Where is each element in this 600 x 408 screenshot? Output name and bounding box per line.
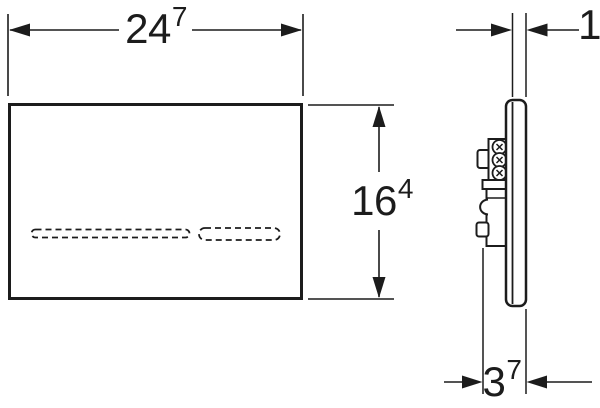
dimension-value: 3 bbox=[482, 358, 506, 405]
arrowhead-left-icon bbox=[9, 23, 30, 37]
sensor-window-short bbox=[198, 227, 281, 241]
front-view bbox=[8, 103, 303, 300]
depth-dimension bbox=[444, 248, 592, 394]
flush-plate-front bbox=[8, 103, 303, 300]
flush-plate-profile bbox=[504, 98, 528, 308]
dimension-value: 16 bbox=[351, 177, 397, 224]
mounting-tab-lower bbox=[475, 221, 490, 238]
arrowhead-up-icon bbox=[372, 106, 386, 127]
dimension-value: 1 bbox=[578, 1, 600, 48]
arrowhead-left-icon bbox=[526, 23, 548, 37]
sensor-window-long bbox=[30, 228, 191, 239]
dimension-superscript: 7 bbox=[506, 354, 522, 385]
arrowhead-right-icon bbox=[491, 23, 512, 37]
dimension-superscript: 4 bbox=[397, 173, 414, 204]
dimension-value: 24 bbox=[125, 5, 171, 52]
plate-thickness-dimension-label: 1 bbox=[578, 4, 600, 46]
side-view bbox=[475, 98, 528, 308]
housing-clip-bump bbox=[479, 198, 489, 216]
total-depth-dimension-label: 3 7 bbox=[482, 356, 522, 405]
arrowhead-down-icon bbox=[372, 277, 386, 298]
arrowhead-right-icon bbox=[281, 23, 302, 37]
height-dimension bbox=[308, 104, 394, 300]
thickness-dimension bbox=[456, 13, 579, 97]
mounting-screws bbox=[491, 139, 508, 181]
dimension-superscript: 7 bbox=[171, 1, 188, 32]
arrowhead-right-icon bbox=[462, 375, 483, 389]
arrowhead-left-icon bbox=[526, 375, 547, 389]
width-dimension bbox=[7, 14, 304, 96]
front-height-dimension-label: 16 4 bbox=[351, 175, 413, 224]
front-width-dimension-label: 24 7 bbox=[125, 3, 187, 52]
